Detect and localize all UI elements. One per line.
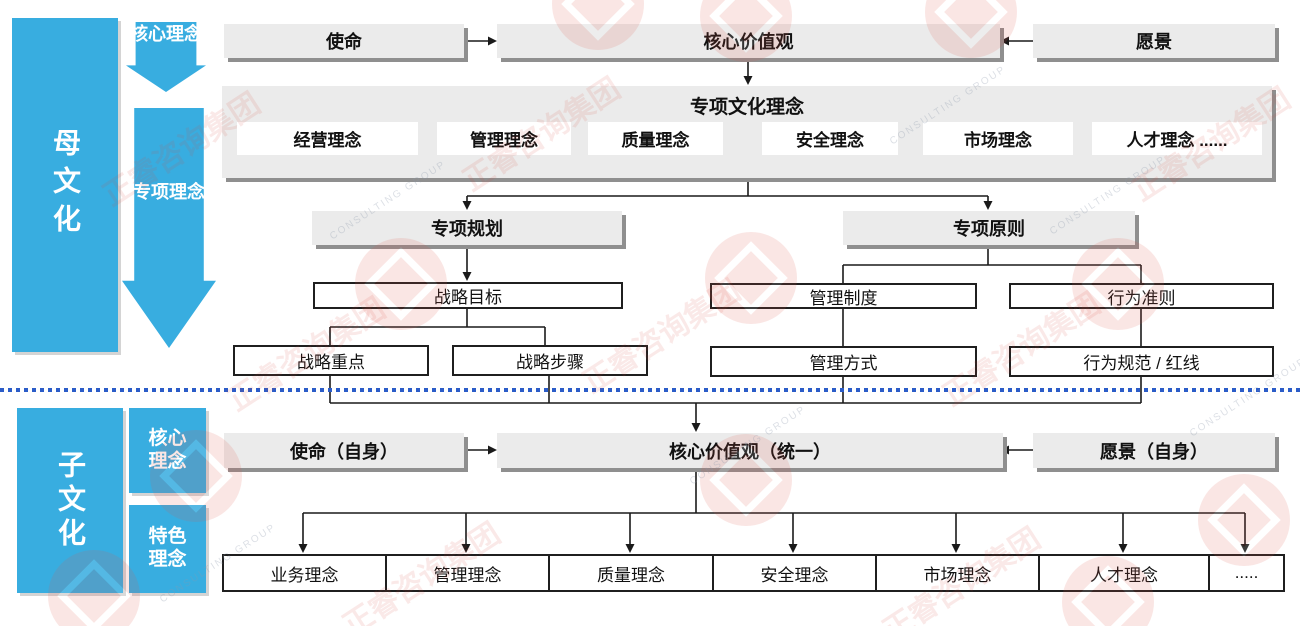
section-divider-dotted-line — [0, 388, 1300, 392]
child-vision-box: 愿景（自身） — [1033, 433, 1275, 468]
bottom-safety-idea-box: 安全理念 — [712, 554, 877, 592]
special-planning-box: 专项规划 — [312, 211, 622, 245]
strategic-steps-box: 战略步骤 — [452, 345, 648, 376]
business-idea-box: 经营理念 — [237, 122, 418, 155]
market-idea-box: 市场理念 — [923, 122, 1073, 155]
child-core-idea-box: 核心理念 — [129, 408, 206, 493]
special-culture-title: 专项文化理念 — [689, 96, 804, 118]
bottom-talent-idea-box: 人才理念 — [1038, 554, 1210, 592]
child-feature-idea-label: 特色理念 — [148, 526, 187, 570]
special-idea-arrow-label: 专项理念 — [133, 182, 205, 202]
mother-culture-bar: 母文化 — [12, 18, 118, 352]
special-principles-box: 专项原则 — [843, 211, 1135, 245]
child-core-idea-label: 核心理念 — [148, 427, 187, 472]
child-culture-label: 子文化 — [55, 449, 86, 552]
talent-idea-box: 人才理念 ...... — [1092, 122, 1262, 155]
bottom-management-idea-box: 管理理念 — [385, 554, 550, 592]
strategic-goal-box: 战略目标 — [313, 282, 623, 309]
bottom-quality-idea-box: 质量理念 — [548, 554, 714, 592]
core-values-box: 核心价值观 — [497, 24, 1000, 58]
strategic-focus-box: 战略重点 — [233, 345, 429, 376]
special-culture-container: 专项文化理念 经营理念 管理理念 质量理念 安全理念 市场理念 人才理念 ...… — [222, 86, 1272, 178]
code-of-conduct-box: 行为准则 — [1009, 283, 1274, 309]
mission-box: 使命 — [224, 24, 464, 58]
child-core-values-box: 核心价值观（统一） — [497, 433, 1003, 468]
child-culture-bar: 子文化 — [17, 408, 123, 593]
vision-box: 愿景 — [1033, 24, 1275, 58]
child-feature-idea-box: 特色理念 — [129, 505, 206, 593]
management-idea-box: 管理理念 — [437, 122, 571, 155]
bottom-business-idea-box: 业务理念 — [222, 554, 387, 592]
bottom-more-idea-box: ..... — [1208, 554, 1285, 592]
bottom-market-idea-box: 市场理念 — [875, 554, 1040, 592]
management-method-box: 管理方式 — [710, 346, 977, 377]
behavior-norms-box: 行为规范 / 红线 — [1009, 346, 1274, 377]
quality-idea-box: 质量理念 — [588, 122, 723, 155]
child-mission-box: 使命（自身） — [224, 433, 464, 468]
mother-culture-label: 母文化 — [50, 128, 81, 242]
core-idea-arrow-label: 核心理念 — [130, 24, 202, 44]
safety-idea-box: 安全理念 — [762, 122, 898, 155]
management-system-box: 管理制度 — [710, 283, 977, 309]
